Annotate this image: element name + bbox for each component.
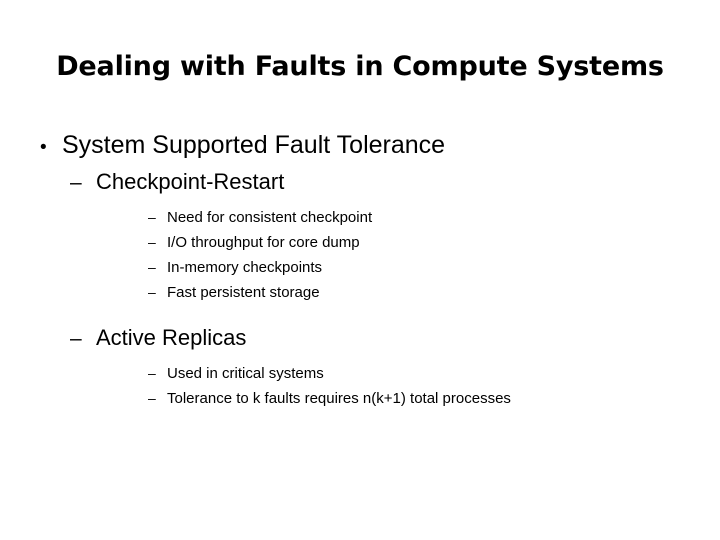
bullet-level3-label: I/O throughput for core dump: [167, 234, 360, 251]
bullet-level3-label: In-memory checkpoints: [167, 259, 323, 276]
spacer: [0, 354, 720, 361]
bullet-level1-label: System Supported Fault Tolerance: [62, 131, 446, 159]
bullet-dash-icon: –: [148, 284, 156, 300]
bullet-level3-label: Tolerance to k faults requires n(k+1) to…: [167, 390, 511, 407]
bullet-level2-label: Active Replicas: [96, 325, 247, 350]
bullet-level3-label: Used in critical systems: [167, 365, 324, 382]
bullet-dot-icon: •: [40, 137, 47, 158]
bullet-level3-label: Fast persistent storage: [167, 284, 320, 301]
bullet-dash-icon: –: [148, 234, 156, 250]
spacer: [0, 305, 720, 323]
bullet-dash-icon: –: [148, 365, 156, 381]
bullet-level1-item: • System Supported Fault Tolerance: [0, 128, 720, 165]
bullet-level3-item: – Tolerance to k faults requires n(k+1) …: [0, 386, 720, 411]
bullet-level3-item: – In-memory checkpoints: [0, 255, 720, 280]
bullet-level3-item: – Used in critical systems: [0, 361, 720, 386]
bullet-dash-icon: –: [148, 209, 156, 225]
slide-body: • System Supported Fault Tolerance – Che…: [0, 128, 720, 411]
bullet-level2-label: Checkpoint-Restart: [96, 169, 285, 194]
bullet-level3-item: – Need for consistent checkpoint: [0, 205, 720, 230]
page-title: Dealing with Faults in Compute Systems: [56, 51, 664, 82]
bullet-level2-item-active-replicas: – Active Replicas: [0, 323, 720, 354]
bullet-level3-label: Need for consistent checkpoint: [167, 209, 373, 226]
bullet-level3-item: – Fast persistent storage: [0, 280, 720, 305]
spacer: [0, 198, 720, 205]
bullet-dash-icon: –: [70, 327, 82, 350]
bullet-dash-icon: –: [148, 390, 156, 406]
bullet-level2-item-checkpoint-restart: – Checkpoint-Restart: [0, 167, 720, 198]
bullet-dash-icon: –: [70, 171, 82, 194]
bullet-dash-icon: –: [148, 259, 156, 275]
bullet-level3-item: – I/O throughput for core dump: [0, 230, 720, 255]
